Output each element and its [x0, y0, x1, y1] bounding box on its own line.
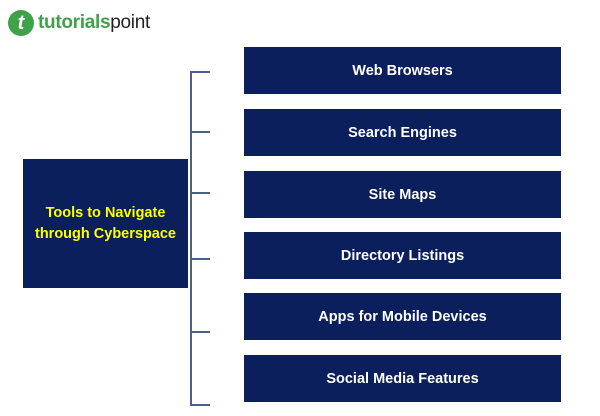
bracket-vertical: [190, 71, 192, 406]
bracket-tick: [190, 71, 210, 73]
logo-text-a: tutorials: [38, 12, 111, 33]
bracket-tick: [190, 331, 210, 333]
item-social-media: Social Media Features: [244, 355, 561, 402]
root-node: Tools to Navigate through Cyberspace: [23, 159, 188, 288]
bracket-tick: [190, 404, 210, 406]
logo-text: tutorialspoint: [38, 12, 150, 34]
item-search-engines: Search Engines: [244, 109, 561, 156]
item-site-maps: Site Maps: [244, 171, 561, 218]
logo-text-b: point: [110, 12, 150, 33]
logo-mark-icon: t: [8, 10, 34, 36]
item-directory-listings: Directory Listings: [244, 232, 561, 279]
root-line-1: Tools to Navigate: [45, 204, 166, 221]
item-mobile-apps: Apps for Mobile Devices: [244, 293, 561, 340]
tutorialspoint-logo: t tutorialspoint: [8, 10, 150, 36]
item-web-browsers: Web Browsers: [244, 47, 561, 94]
bracket-tick: [190, 192, 210, 194]
bracket-tick: [190, 131, 210, 133]
bracket-tick: [190, 258, 210, 260]
root-line-2: through Cyberspace: [35, 225, 176, 242]
